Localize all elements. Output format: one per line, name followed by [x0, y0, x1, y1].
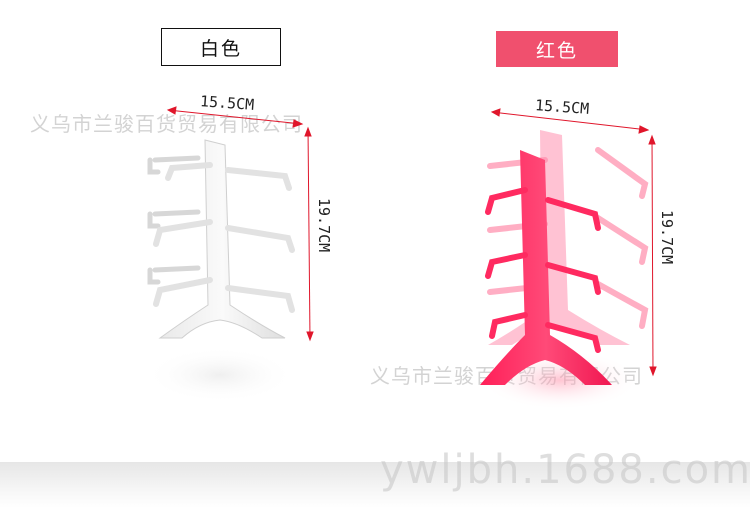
white-color-label: 白色: [161, 28, 281, 66]
white-width-dimension: 15.5CM: [199, 92, 255, 114]
red-height-dimension: 19.7CM: [658, 210, 676, 265]
footer-shadow: [0, 462, 750, 508]
white-height-dimension: 19.7CM: [315, 198, 333, 253]
red-width-dimension: 15.5CM: [534, 96, 590, 118]
white-glasses-stand: [145, 139, 295, 403]
dimension-lines: [166, 106, 657, 377]
red-color-label: 红色: [496, 31, 618, 67]
site-watermark: ywljbh.1688.com: [380, 447, 750, 493]
red-glasses-stand: [480, 130, 649, 410]
company-watermark-top: 义乌市兰骏百货贸易有限公司: [30, 112, 303, 136]
